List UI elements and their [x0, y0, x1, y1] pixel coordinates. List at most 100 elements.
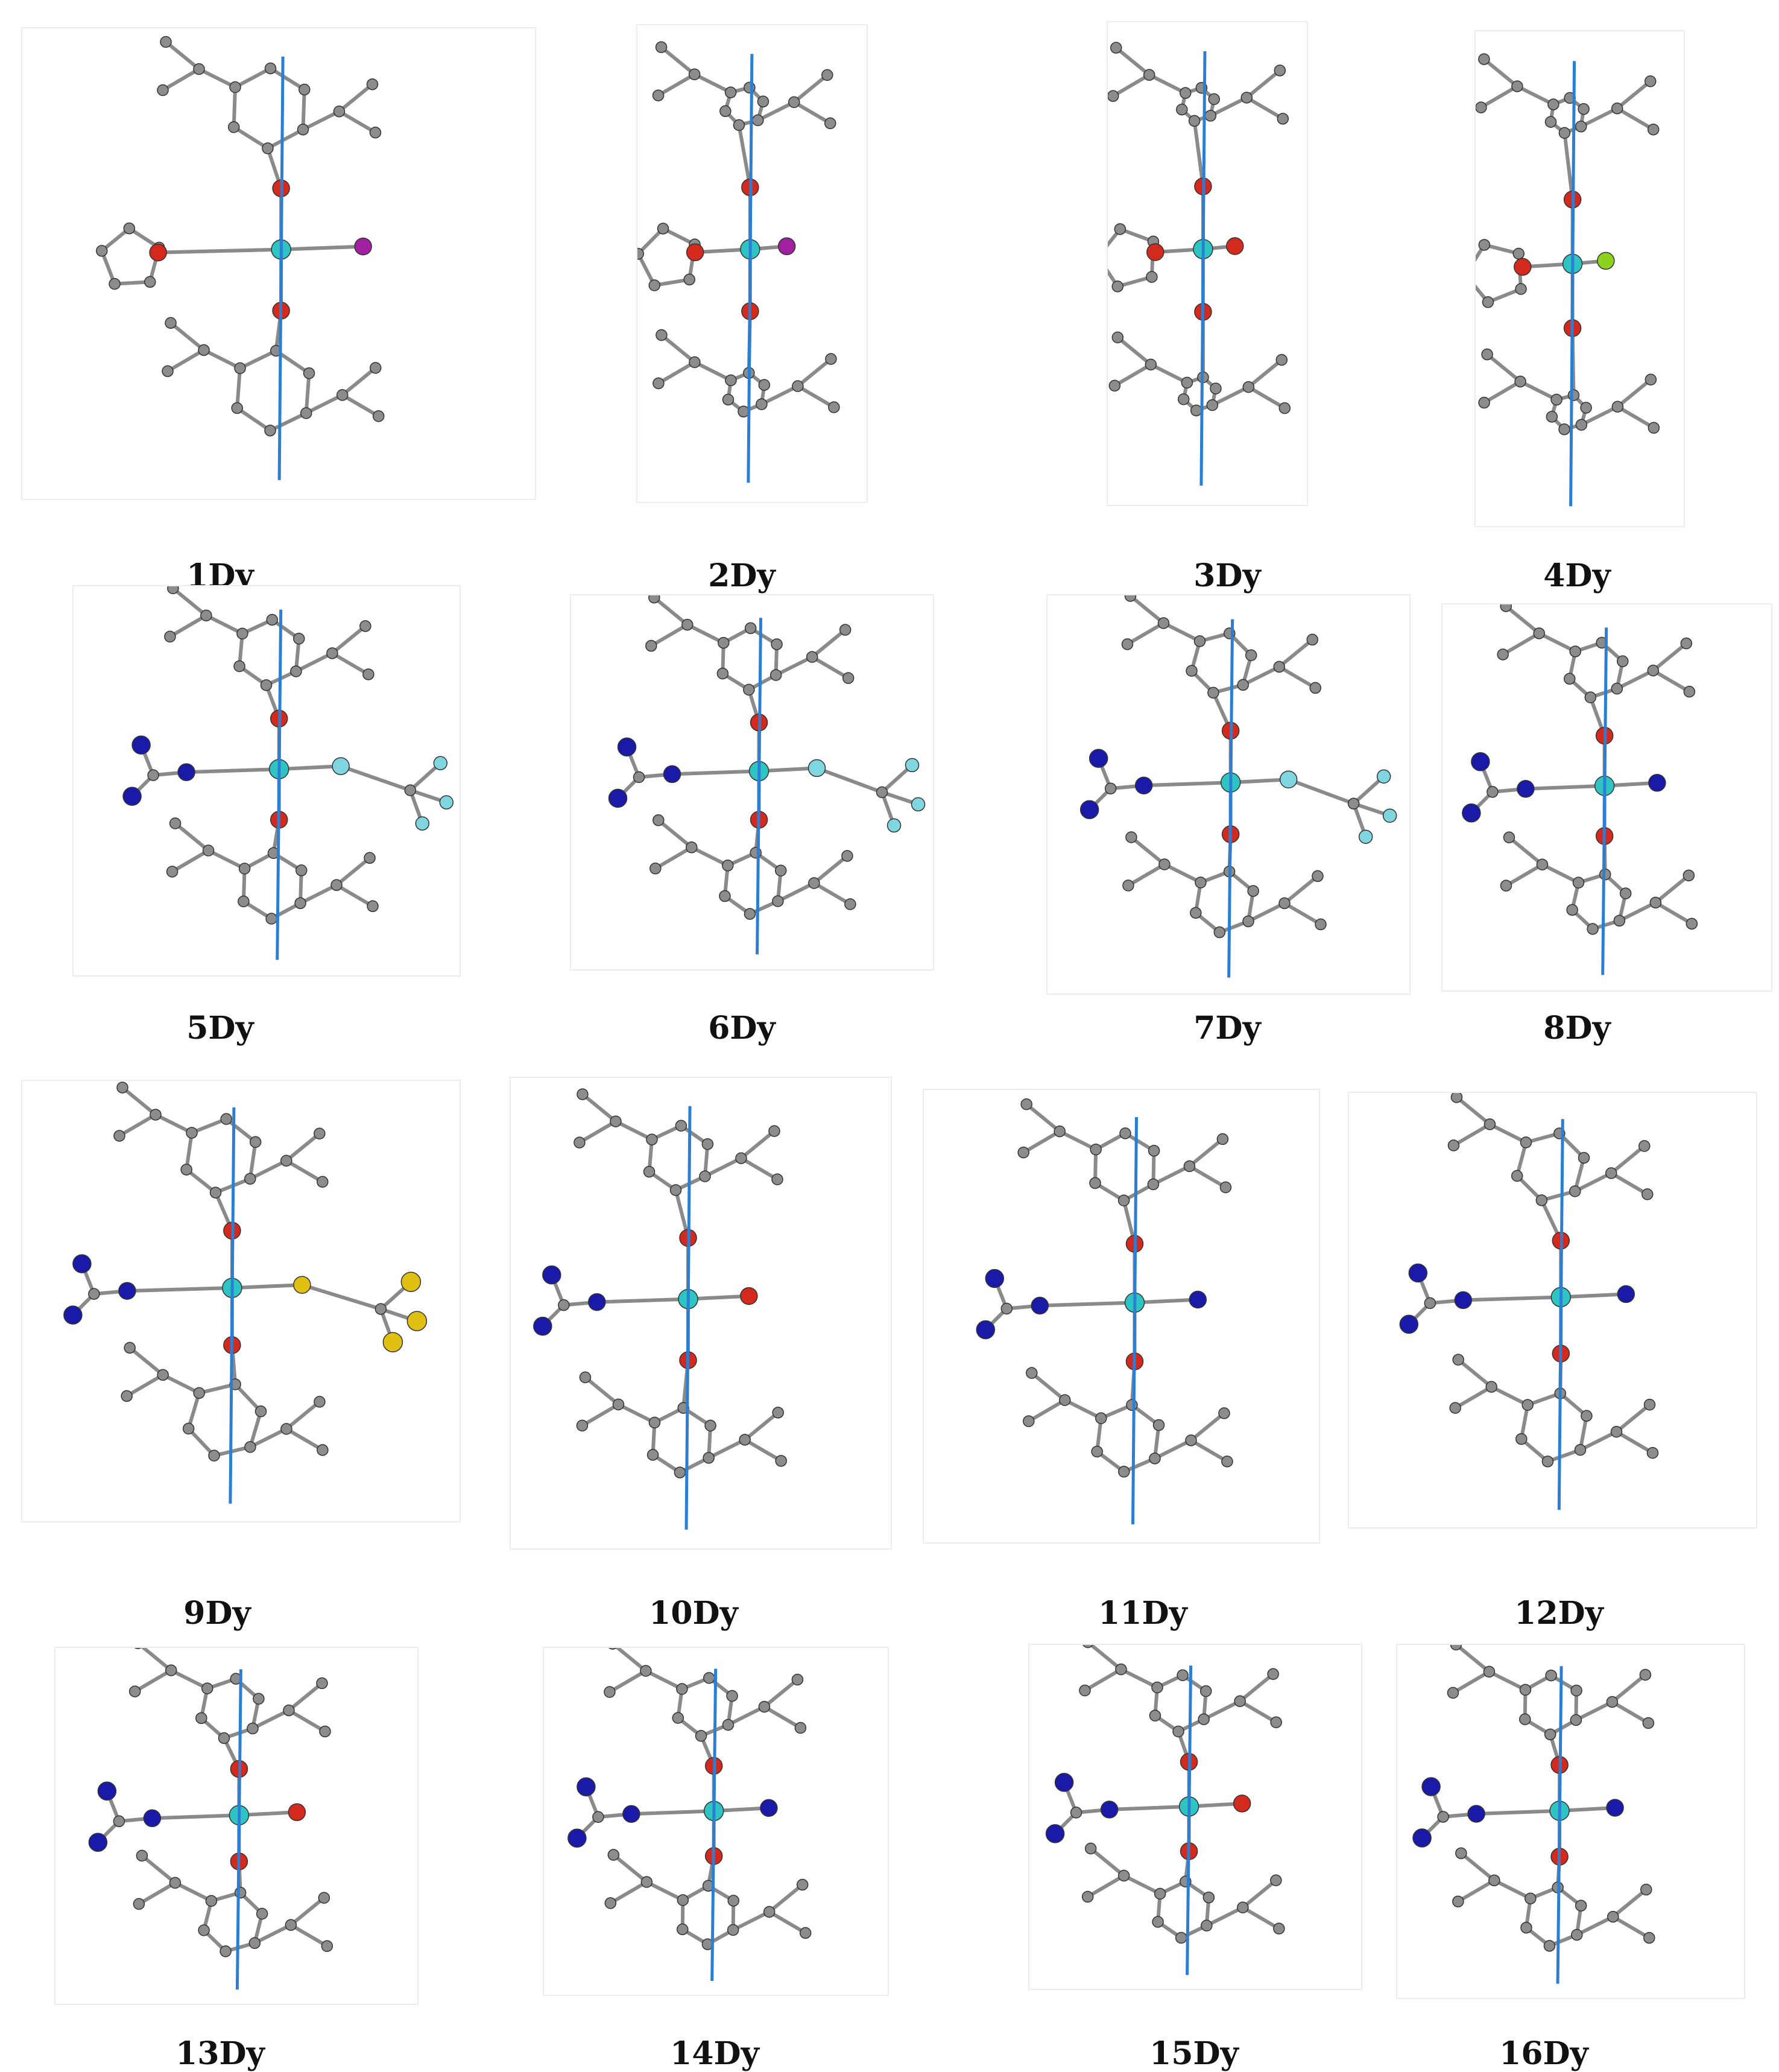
carbon-atom	[756, 398, 768, 410]
carbon-atom	[1581, 1410, 1593, 1422]
bond	[164, 40, 201, 71]
carbon-atom	[1306, 633, 1318, 646]
carbon-atom	[372, 410, 385, 422]
carbon-atom	[1571, 1928, 1583, 1941]
nitrogen-atom	[118, 1282, 136, 1300]
bond	[1476, 242, 1487, 262]
oxygen-atom	[1514, 258, 1532, 276]
carbon-atom	[640, 1665, 652, 1677]
carbon-atom	[1546, 411, 1558, 423]
atom-group	[1045, 1645, 1285, 1944]
panel-label: 11Dy	[1098, 1595, 1187, 1632]
carbon-atom	[1020, 1098, 1032, 1110]
bond	[1116, 335, 1153, 367]
carbon-atom	[294, 897, 306, 910]
carbon-atom	[321, 1940, 333, 1952]
nitrogen-atom	[1045, 1824, 1065, 1843]
carbon-atom	[133, 1898, 145, 1910]
carbon-atom	[652, 89, 665, 101]
carbon-atom	[367, 900, 379, 913]
panel-label: 16Dy	[1499, 2035, 1588, 2072]
bond	[185, 1167, 218, 1195]
carbon-atom	[336, 389, 349, 401]
bond	[653, 845, 694, 870]
carbon-atom	[1152, 1916, 1164, 1928]
carbon-atom	[1054, 1125, 1066, 1138]
bond	[330, 651, 370, 676]
bond	[1537, 631, 1578, 653]
bond	[1574, 1700, 1614, 1722]
bond	[125, 1373, 165, 1398]
carbon-atom	[653, 814, 665, 826]
bond	[795, 357, 833, 388]
nitrogen-atom	[663, 765, 681, 784]
magnetic-axis-line	[235, 1669, 242, 1990]
carbon-atom	[683, 273, 695, 286]
carbon-atom	[744, 908, 756, 920]
bond	[294, 651, 334, 673]
bond	[337, 109, 378, 135]
panel-label: 14Dy	[670, 2035, 759, 2072]
bond	[1282, 874, 1319, 905]
bond	[1192, 119, 1205, 188]
bond	[1189, 1411, 1226, 1442]
carbon-atom	[182, 1422, 195, 1435]
bond	[637, 252, 657, 287]
bond	[739, 1129, 776, 1161]
bond	[615, 1648, 648, 1673]
carbon-atom	[743, 683, 755, 696]
bond	[186, 1427, 216, 1458]
bond	[300, 1283, 383, 1311]
carbon-atom	[821, 69, 833, 81]
carbon-atom	[1177, 393, 1190, 405]
magnetic-axis-line	[1131, 1117, 1139, 1525]
bond	[812, 881, 852, 907]
carbon-atom	[134, 1648, 142, 1649]
nitrogen-atom	[577, 1777, 596, 1796]
carbon-atom	[169, 817, 182, 829]
carbon-atom	[1641, 1188, 1654, 1200]
carbon-atom	[1578, 1152, 1590, 1164]
bond	[1210, 385, 1251, 407]
bond	[1616, 378, 1653, 409]
carbon-atom	[1541, 1456, 1554, 1468]
bond	[248, 1409, 263, 1449]
bond	[1575, 1915, 1615, 1937]
bond	[339, 764, 412, 793]
magnetic-axis-line	[277, 56, 285, 480]
molecule-structure	[976, 1098, 1233, 1525]
carbon-atom	[330, 879, 343, 892]
bond	[659, 45, 697, 77]
carbon-atom	[1237, 679, 1249, 691]
fluorine-atom	[911, 797, 926, 812]
carbon-atom	[1111, 331, 1124, 344]
bond	[739, 1156, 779, 1182]
carbon-atom	[703, 1452, 715, 1464]
carbon-atom	[1569, 1185, 1581, 1197]
nitrogen-atom	[985, 1269, 1005, 1288]
molecule-panel-1	[21, 27, 536, 500]
bond	[1113, 363, 1153, 388]
carbon-atom	[1640, 1883, 1652, 1896]
carbon-atom	[1449, 1402, 1461, 1414]
bond	[150, 1813, 241, 1820]
carbon-atom	[1584, 691, 1597, 703]
atom-group	[1476, 53, 1660, 436]
carbon-atom	[1574, 1443, 1587, 1456]
carbon-atom	[1525, 1892, 1537, 1905]
molecule-panel-11	[923, 1089, 1320, 1544]
carbon-atom	[1478, 239, 1491, 251]
carbon-atom	[1535, 1194, 1548, 1206]
carbon-atom	[1578, 103, 1590, 115]
bond	[1452, 1122, 1492, 1147]
nitrogen-atom	[1134, 776, 1153, 794]
carbon-atom	[1190, 404, 1202, 417]
carbon-atom	[1199, 1685, 1212, 1697]
carbon-atom	[317, 1176, 329, 1188]
carbon-atom	[648, 279, 660, 291]
bond	[1482, 379, 1523, 405]
carbon-atom	[1567, 389, 1580, 401]
carbon-atom	[1090, 1143, 1102, 1156]
bond	[335, 883, 375, 908]
bond	[762, 1678, 800, 1709]
